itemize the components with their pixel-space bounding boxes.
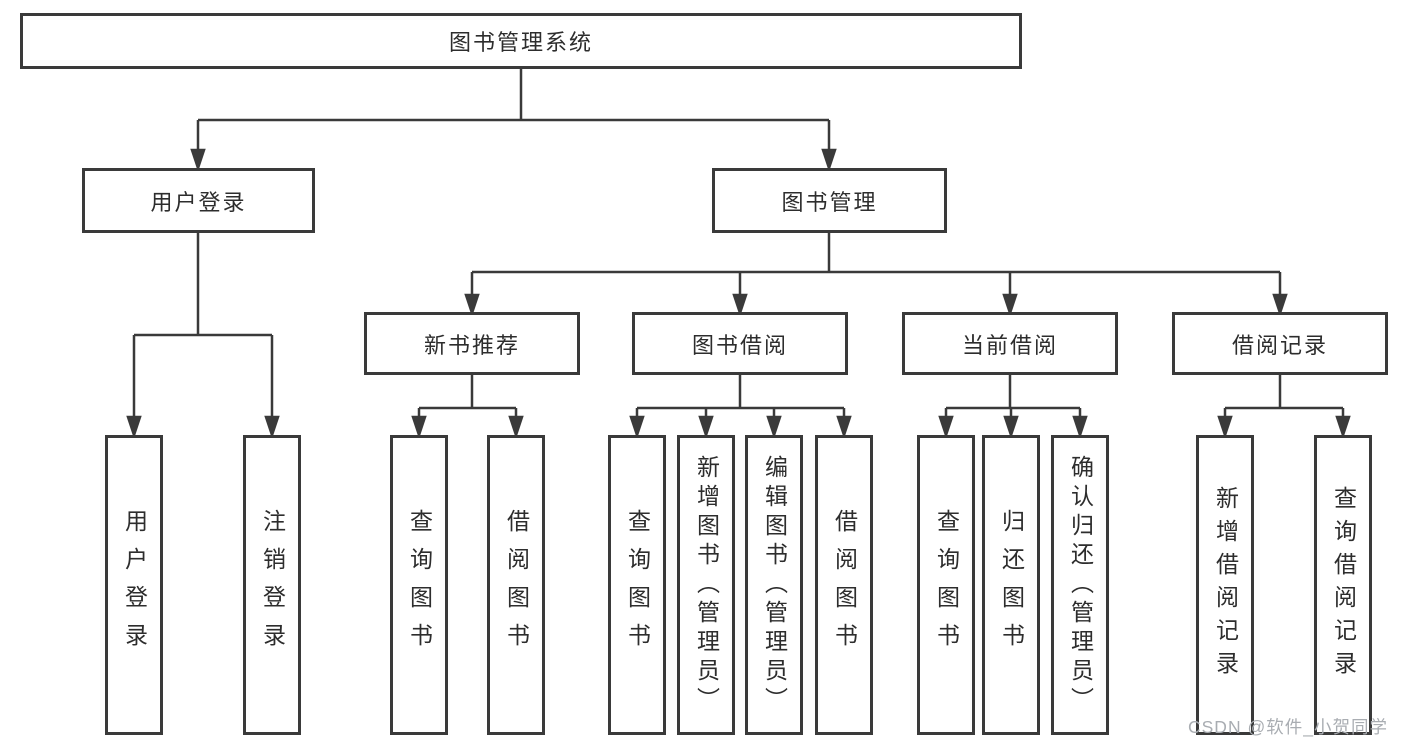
node-root-label: 图书管理系统	[448, 30, 593, 55]
leaf-label: 查询图书	[624, 509, 651, 661]
arrowhead	[1335, 415, 1351, 439]
csdn-watermark: CSDN @软件_小贺同学	[1188, 717, 1388, 737]
node-leaf-bb-query-book: 查询图书	[608, 435, 666, 735]
leaf-label: 新增图书（管理员）	[693, 454, 720, 716]
leaf-label: 归还图书	[998, 509, 1025, 661]
node-book-mgmt: 图书管理	[712, 168, 947, 233]
node-user-login: 用户登录	[82, 168, 315, 233]
node-new-book-rec: 新书推荐	[364, 312, 580, 375]
leaf-label: 借阅图书	[503, 509, 530, 661]
node-leaf-cb-return-book: 归还图书	[982, 435, 1040, 735]
arrowhead	[190, 148, 206, 172]
node-leaf-cb-confirm-return-admin: 确认归还（管理员）	[1051, 435, 1109, 735]
node-leaf-user-login: 用户登录	[105, 435, 163, 735]
arrowhead	[698, 415, 714, 439]
arrowhead	[629, 415, 645, 439]
arrowhead	[732, 293, 748, 317]
node-leaf-br-query-record: 查询借阅记录	[1314, 435, 1372, 735]
leaf-label: 确认归还（管理员）	[1067, 454, 1094, 716]
arrowhead	[464, 293, 480, 317]
leaf-label: 查询图书	[406, 509, 433, 661]
node-leaf-logout: 注销登录	[243, 435, 301, 735]
leaf-label: 用户登录	[121, 509, 148, 661]
leaf-label: 查询借阅记录	[1330, 486, 1357, 684]
leaf-label: 注销登录	[259, 509, 286, 661]
arrowhead	[1217, 415, 1233, 439]
arrowhead	[1272, 293, 1288, 317]
node-current-borrow-label: 当前借阅	[961, 332, 1058, 358]
node-leaf-bb-edit-book-admin: 编辑图书（管理员）	[745, 435, 803, 735]
leaf-label: 查询图书	[933, 509, 960, 661]
connector-borrow-records	[1223, 375, 1345, 419]
arrowhead	[766, 415, 782, 439]
node-leaf-br-add-record: 新增借阅记录	[1196, 435, 1254, 735]
arrowhead	[126, 415, 142, 439]
connector-book-mgmt	[470, 233, 1282, 297]
arrowhead	[264, 415, 280, 439]
node-leaf-rec-borrow-book: 借阅图书	[487, 435, 545, 735]
connector-user-login	[132, 233, 274, 419]
node-book-borrow: 图书借阅	[632, 312, 848, 375]
arrowhead	[821, 148, 837, 172]
node-book-mgmt-label: 图书管理	[781, 189, 878, 215]
node-borrow-records: 借阅记录	[1172, 312, 1388, 375]
node-root: 图书管理系统	[20, 13, 1022, 69]
arrowhead	[1002, 293, 1018, 317]
node-new-book-rec-label: 新书推荐	[423, 332, 520, 358]
arrowhead	[508, 415, 524, 439]
node-borrow-records-label: 借阅记录	[1231, 332, 1328, 358]
node-user-login-label: 用户登录	[150, 189, 247, 215]
connector-new-book-rec	[417, 375, 518, 419]
connector-book-borrow	[635, 375, 846, 419]
leaf-label: 编辑图书（管理员）	[761, 454, 788, 716]
arrowhead	[1003, 415, 1019, 439]
arrowhead	[938, 415, 954, 439]
node-leaf-cb-query-book: 查询图书	[917, 435, 975, 735]
arrowhead	[411, 415, 427, 439]
leaf-label: 借阅图书	[831, 509, 858, 661]
node-book-borrow-label: 图书借阅	[691, 332, 788, 358]
arrowhead	[1072, 415, 1088, 439]
connector-root-to-level2	[196, 69, 831, 152]
node-leaf-bb-borrow-book: 借阅图书	[815, 435, 873, 735]
arrowhead	[836, 415, 852, 439]
leaf-label: 新增借阅记录	[1212, 486, 1239, 684]
node-current-borrow: 当前借阅	[902, 312, 1118, 375]
node-leaf-bb-add-book-admin: 新增图书（管理员）	[677, 435, 735, 735]
node-leaf-rec-query-book: 查询图书	[390, 435, 448, 735]
connector-current-borrow	[944, 375, 1082, 419]
